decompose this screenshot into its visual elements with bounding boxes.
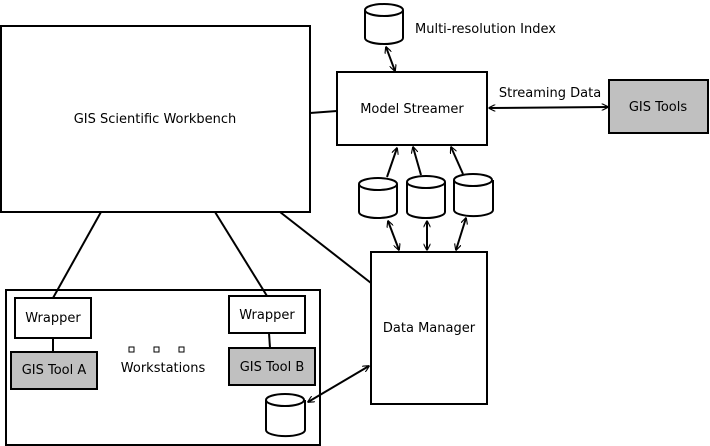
multires-index-label: Multi-resolution Index — [415, 22, 556, 37]
gis-tool-a-box — [10, 351, 98, 390]
workstation-cylinder — [265, 393, 306, 438]
workbench-streamer-link — [309, 110, 338, 114]
workbench-datamanager-link — [279, 211, 372, 284]
gis-tools-box — [608, 79, 709, 134]
storage-cylinder-2 — [406, 175, 446, 219]
ellipsis-dot — [178, 346, 185, 353]
workstation-datamanager-arrow — [308, 366, 369, 402]
data-manager-box — [370, 251, 488, 405]
workbench-label: GIS Scientific Workbench — [74, 112, 237, 127]
cylinder3-datamanager-arrow — [456, 218, 466, 250]
cylinder1-streamer-arrow — [386, 148, 397, 178]
gis-tool-b-label: GIS Tool B — [240, 360, 305, 375]
cylinder2-streamer-arrow — [413, 147, 422, 176]
model-streamer-box — [336, 71, 488, 146]
wrapper-b-connector — [268, 332, 271, 349]
multires-index-cylinder — [364, 3, 404, 45]
wrapper-b-label: Wrapper — [239, 308, 295, 323]
wrapper-a-label: Wrapper — [25, 311, 81, 326]
index-streamer-arrow — [386, 47, 395, 71]
storage-cylinder-1 — [358, 177, 398, 219]
data-manager-label: Data Manager — [383, 321, 476, 336]
workbench-wrapper-b-link — [214, 211, 268, 297]
ellipsis-dot — [153, 346, 160, 353]
streaming-data-label: Streaming Data — [499, 86, 601, 101]
storage-cylinder-3 — [453, 173, 494, 218]
wrapper-b-box — [228, 295, 306, 334]
ellipsis-dot — [128, 346, 135, 353]
streaming-data-arrow — [489, 107, 608, 108]
cylinder1-datamanager-arrow — [388, 221, 399, 250]
workbench-wrapper-a-link — [52, 211, 102, 299]
model-streamer-label: Model Streamer — [360, 102, 464, 117]
workstations-label: Workstations — [121, 361, 206, 376]
gis-tool-a-label: GIS Tool A — [22, 363, 87, 378]
workbench-box — [0, 25, 311, 213]
gis-tools-label: GIS Tools — [629, 100, 688, 115]
cylinder3-streamer-arrow — [451, 147, 464, 175]
